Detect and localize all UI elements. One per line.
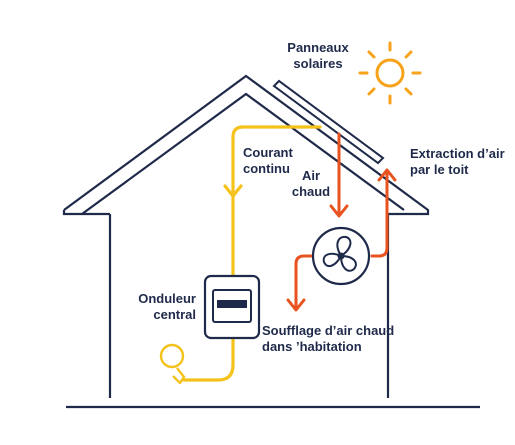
label-central-inverter-line2: central [153,307,196,322]
sun-icon [358,41,422,105]
current-wire [182,125,322,382]
label-central-inverter-line1: Onduleur [138,291,196,306]
extraction-arrow [370,168,397,258]
inverter-icon [203,274,261,340]
label-roof-extraction-line2: par le toit [410,162,469,177]
fan-icon [311,226,371,286]
solar-panel-icon [272,79,385,165]
label-hot-air: Air chaud [288,168,334,200]
supply-air-arrow [286,254,313,312]
label-hot-air-supply-line2: dans ’habitation [262,339,362,354]
light-bulb-icon [159,343,186,385]
label-solar-panels-line2: solaires [293,56,343,71]
label-solar-panels: Panneaux solaires [276,40,360,72]
label-direct-current-line1: Courant [243,145,293,160]
label-hot-air-line2: chaud [291,184,331,199]
hot-air-arrow [329,132,349,218]
label-hot-air-line1: Air [301,168,321,183]
label-solar-panels-line1: Panneaux [287,40,349,55]
label-hot-air-supply: Soufflage d’air chaud dans ’habitation [262,323,394,355]
label-direct-current-line2: continu [243,161,290,176]
label-central-inverter: Onduleur central [128,291,196,323]
label-hot-air-supply-line1: Soufflage d’air chaud [262,323,395,338]
label-roof-extraction-line1: Extraction d’air [410,146,505,161]
label-direct-current: Courant continu [243,145,293,177]
label-roof-extraction: Extraction d’air par le toit [410,146,505,178]
